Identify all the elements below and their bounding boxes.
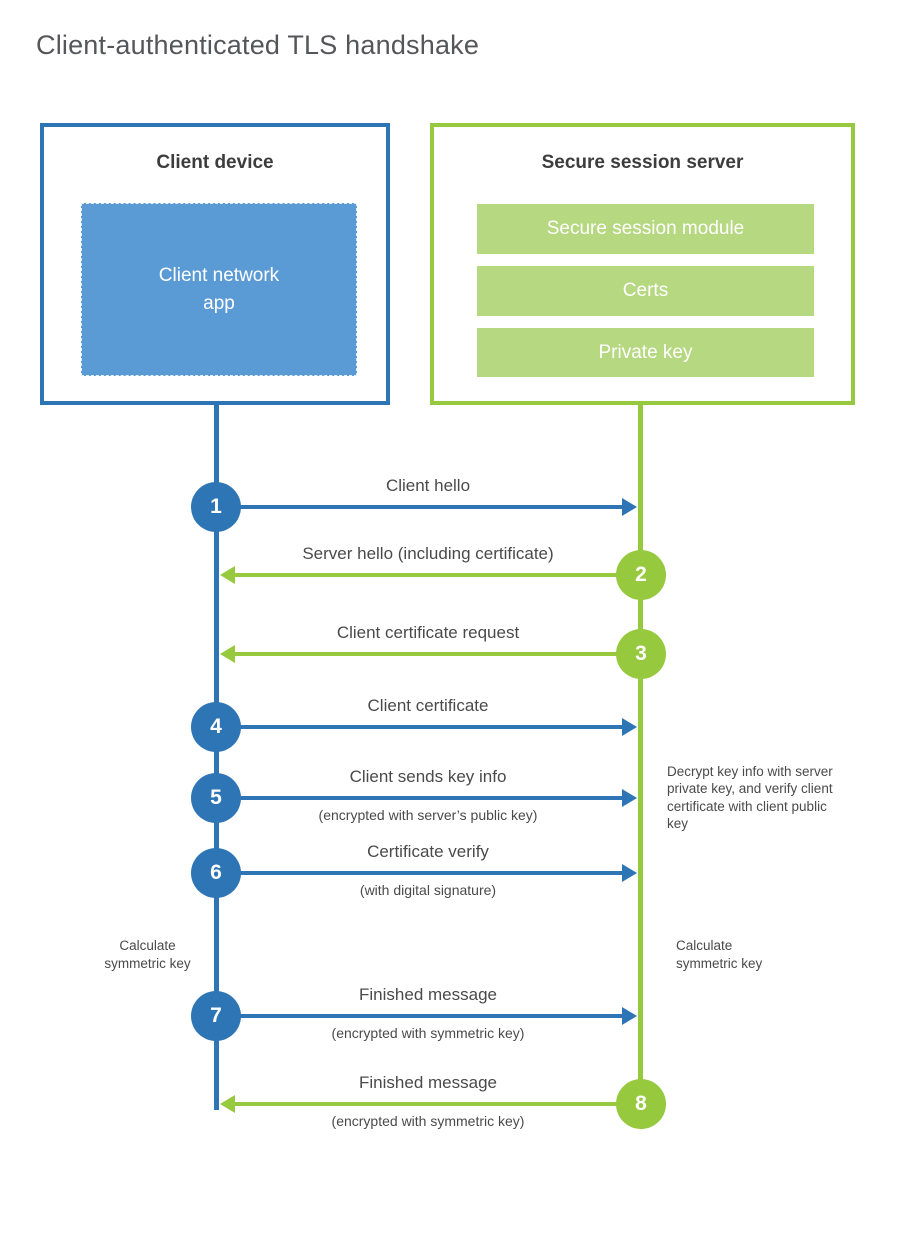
- client-lifeline: [214, 405, 219, 1110]
- message-4-label: Client certificate: [367, 696, 489, 715]
- message-6-label: Certificate verify: [367, 842, 489, 861]
- message-3-arrow-line: [235, 652, 641, 656]
- message-5-sublabel: (encrypted with server’s public key): [318, 807, 538, 823]
- page-title: Client-authenticated TLS handshake: [36, 30, 480, 60]
- message-5-arrow-line: [216, 796, 622, 800]
- secure-session-server-box: Secure session server Secure session mod…: [430, 123, 855, 405]
- message-7-arrow-line: [216, 1014, 622, 1018]
- calculate-symmetric-key-right: Calculate symmetric key: [676, 938, 763, 971]
- message-2-arrowhead: [220, 566, 235, 584]
- message-7-sublabel: (encrypted with symmetric key): [331, 1025, 525, 1041]
- client-network-app-box: Client network app: [81, 203, 357, 376]
- message-4-arrow-line: [216, 725, 622, 729]
- message-8-arrowhead: [220, 1095, 235, 1113]
- message-1-label: Client hello: [385, 476, 471, 495]
- message-2-label: Server hello (including certificate): [302, 544, 554, 563]
- calculate-symmetric-key-left: Calculate symmetric key: [104, 938, 191, 971]
- message-6-arrowhead: [622, 864, 637, 882]
- step-7-badge: 7: [191, 991, 241, 1041]
- client-device-box: Client device Client network app: [40, 123, 390, 405]
- message-1-arrowhead: [622, 498, 637, 516]
- message-3-label: Client certificate request: [336, 623, 520, 642]
- step-1-badge: 1: [191, 482, 241, 532]
- message-8-label: Finished message: [359, 1073, 497, 1092]
- secure-session-server-title: Secure session server: [541, 152, 744, 173]
- message-5-arrowhead: [622, 789, 637, 807]
- step-4-badge: 4: [191, 702, 241, 752]
- server-module-bar-certs: Certs: [477, 266, 814, 316]
- message-3-arrowhead: [220, 645, 235, 663]
- step-6-badge: 6: [191, 848, 241, 898]
- client-device-title: Client device: [156, 152, 274, 173]
- message-8-arrow-line: [235, 1102, 641, 1106]
- step-2-badge: 2: [616, 550, 666, 600]
- message-4-arrowhead: [622, 718, 637, 736]
- message-7-label: Finished message: [359, 985, 497, 1004]
- step-5-badge: 5: [191, 773, 241, 823]
- step-3-badge: 3: [616, 629, 666, 679]
- message-6-sublabel: (with digital signature): [359, 882, 497, 898]
- decrypt-note: Decrypt key info with server private key…: [667, 764, 833, 831]
- message-1-arrow-line: [216, 505, 622, 509]
- message-8-sublabel: (encrypted with symmetric key): [331, 1113, 525, 1129]
- message-7-arrowhead: [622, 1007, 637, 1025]
- message-2-arrow-line: [235, 573, 641, 577]
- server-module-bar-secure-session-module: Secure session module: [477, 204, 814, 254]
- message-5-label: Client sends key info: [349, 767, 507, 786]
- server-lifeline: [638, 405, 643, 1104]
- client-network-app-label: Client network app: [158, 264, 280, 314]
- server-module-bar-private-key: Private key: [477, 328, 814, 377]
- message-6-arrow-line: [216, 871, 622, 875]
- step-8-badge: 8: [616, 1079, 666, 1129]
